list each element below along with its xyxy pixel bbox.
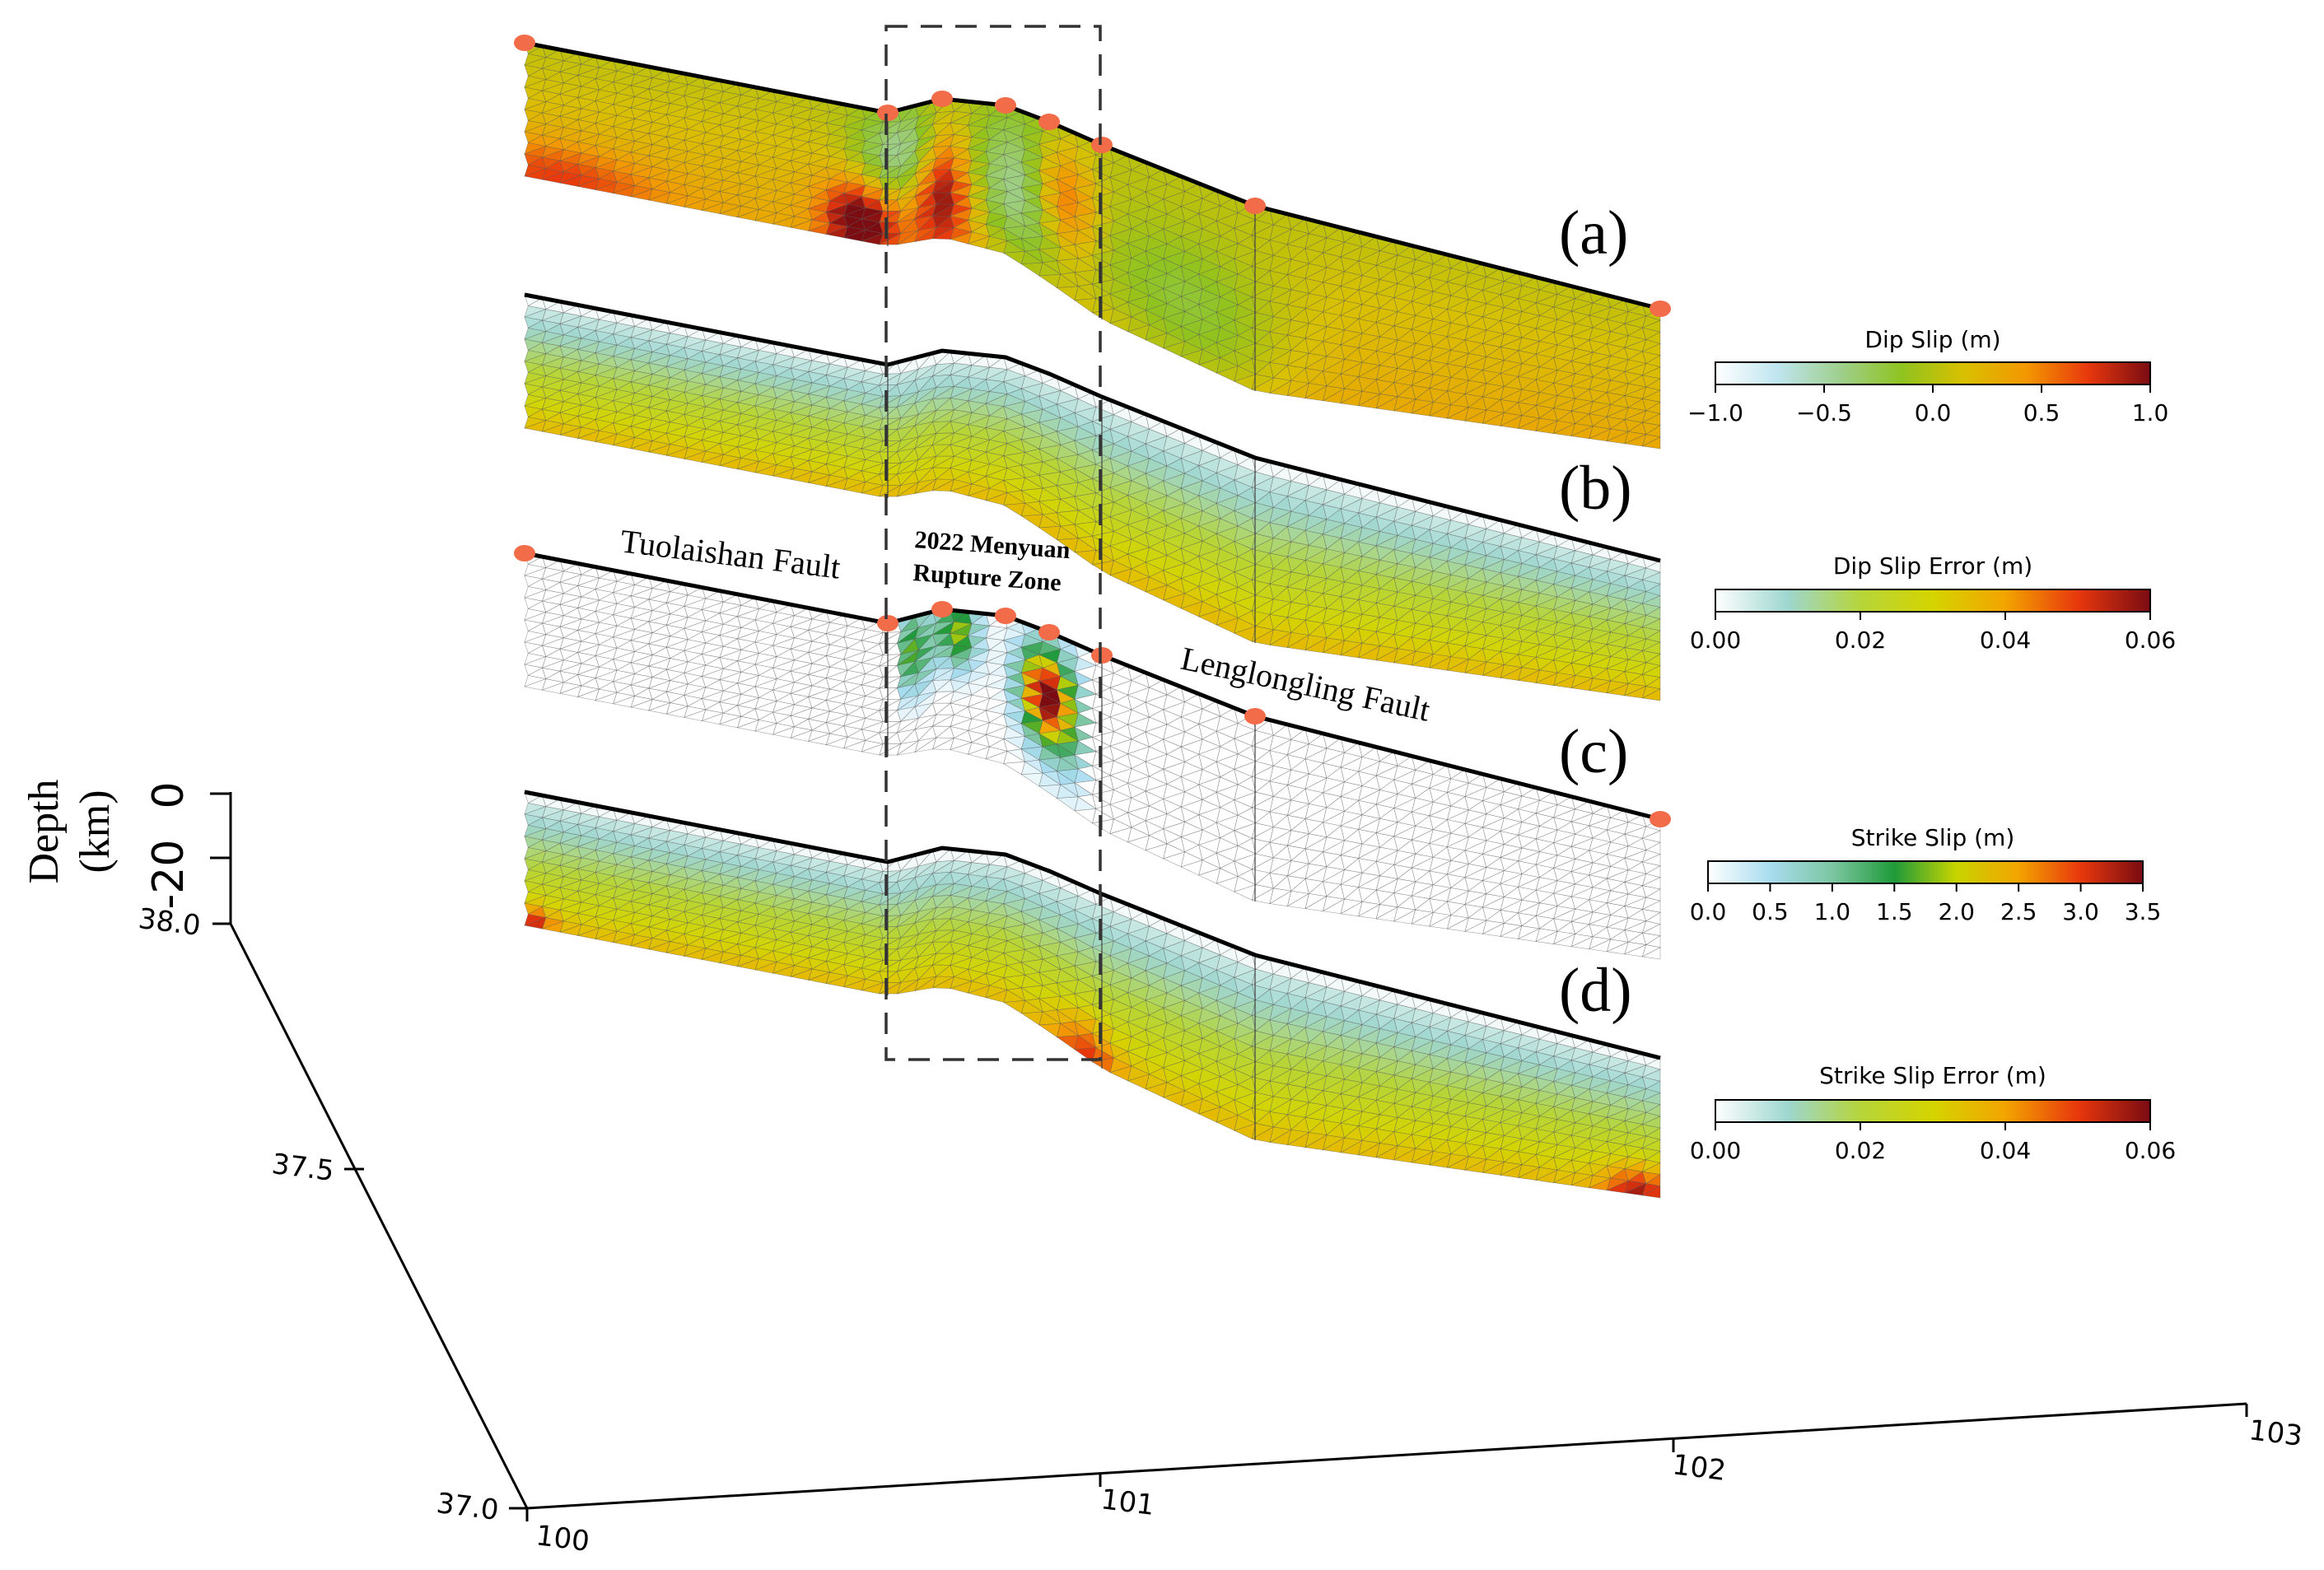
trace-vertex-marker (514, 35, 535, 51)
trace-vertex-marker (931, 91, 953, 107)
trace-vertex-marker (995, 97, 1016, 114)
trace-vertex-marker (877, 105, 898, 121)
trace-vertex-marker (1038, 624, 1060, 641)
trace-vertex-marker (1091, 647, 1113, 664)
trace-vertex-marker (877, 615, 898, 631)
trace-vertex-marker (1244, 708, 1266, 724)
trace-vertex-marker (1038, 114, 1060, 130)
trace-vertex-marker (1091, 137, 1113, 153)
trace-vertex-marker (995, 608, 1016, 624)
trace-vertex-marker (1650, 811, 1671, 827)
trace-vertex-marker (1244, 198, 1266, 214)
fault-panels (514, 35, 1671, 1199)
trace-vertex-marker (931, 601, 953, 617)
fault-panel-dipslip (514, 35, 1671, 450)
trace-vertex-marker (514, 545, 535, 561)
trace-vertex-marker (1650, 300, 1671, 317)
